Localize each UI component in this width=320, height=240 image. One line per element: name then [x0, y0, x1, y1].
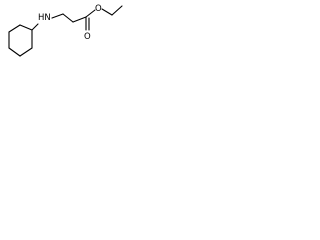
ring-bond-4: [8, 47, 21, 57]
bond-ester-oxygen-to-ch2: [101, 8, 113, 16]
carbonyl-oxygen-label: O: [84, 32, 91, 42]
bond-ch2-to-carbonyl-carbon: [72, 16, 87, 23]
bond-ch2-to-ch2: [62, 13, 74, 23]
bond-ring-to-nitrogen: [31, 23, 39, 31]
amine-label: HN: [38, 13, 51, 23]
ring-bond-2: [8, 24, 21, 33]
bond-nitrogen-to-ch2: [51, 13, 64, 19]
propanoate-chain: [51, 9, 96, 31]
ester-oxygen-label: O: [95, 4, 102, 14]
cyclohexane-ring: [8, 24, 33, 57]
bond-carbonyl-to-ester-oxygen: [85, 9, 96, 18]
ethyl-group: [101, 5, 123, 16]
ring-bond-5: [19, 47, 33, 57]
bond-ch2-to-ch3: [111, 5, 123, 16]
structural-formula: HN O O: [8, 4, 123, 57]
ring-bond-1: [19, 24, 33, 31]
